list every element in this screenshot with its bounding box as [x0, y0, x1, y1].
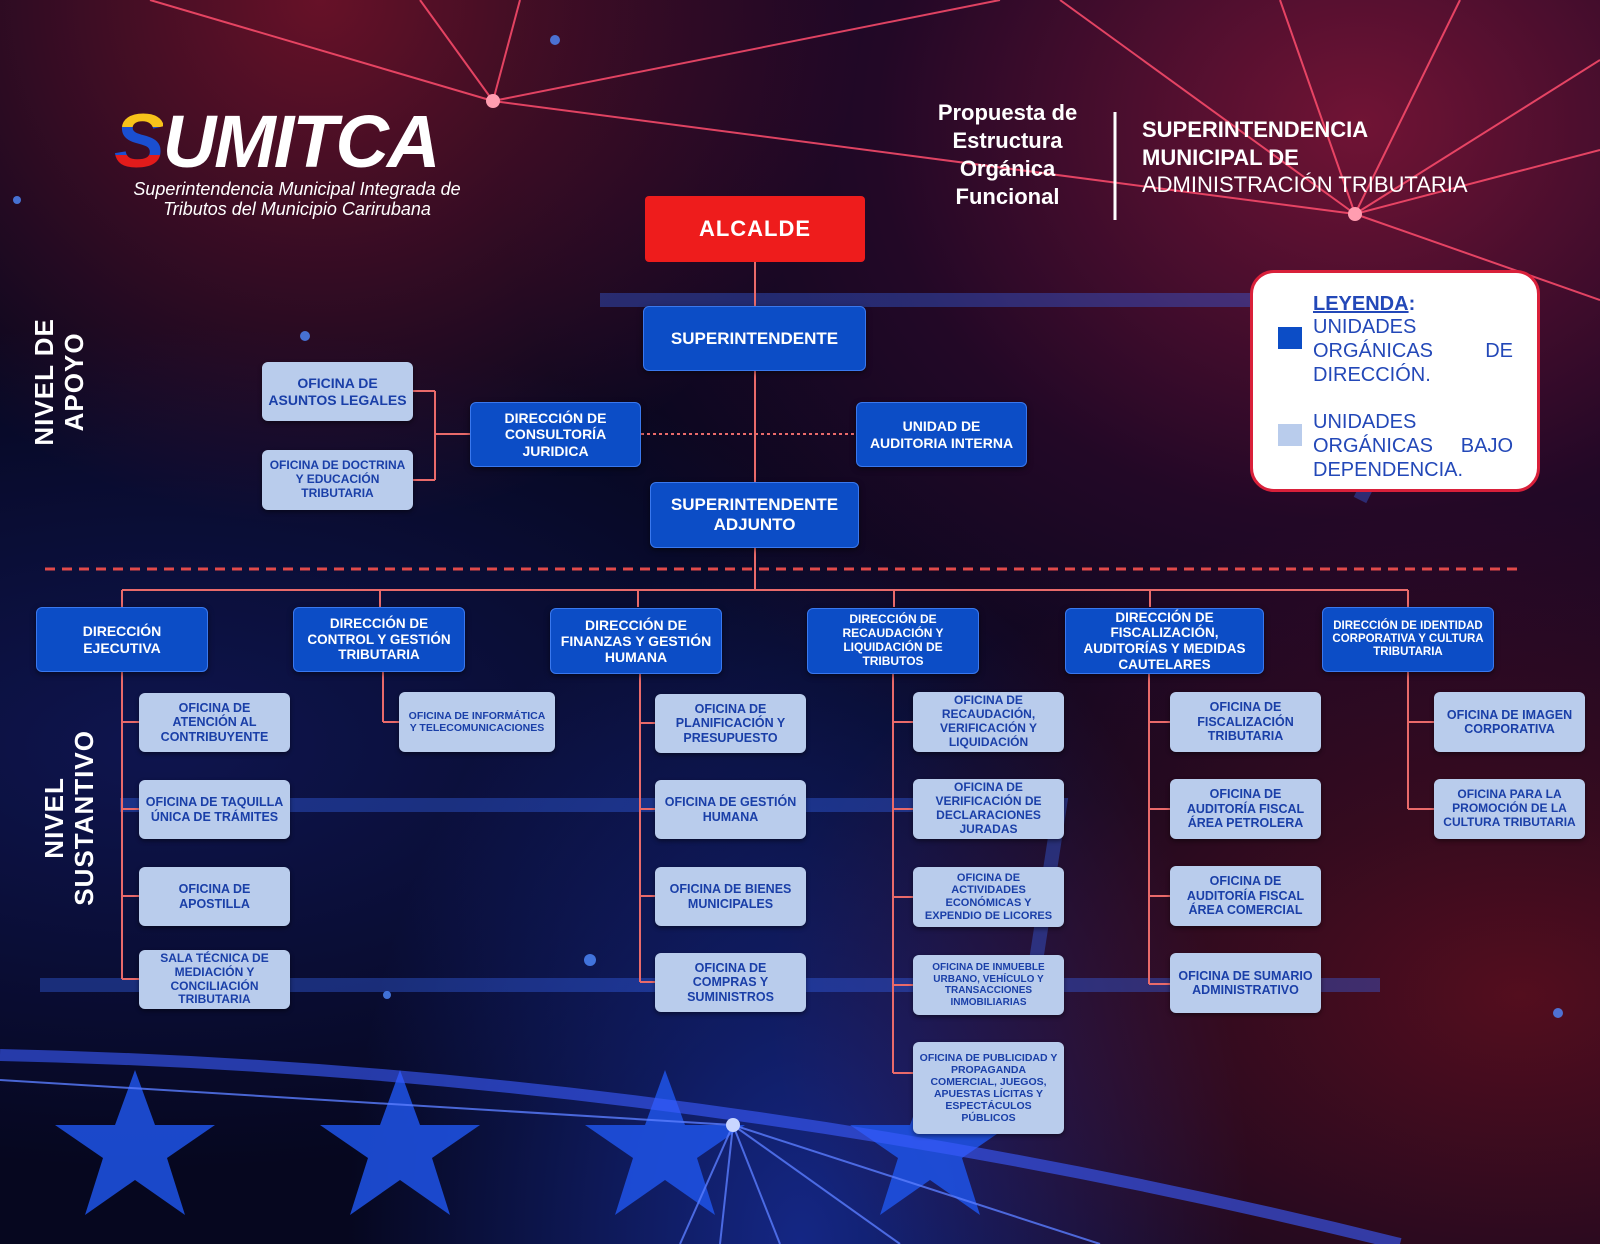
box-direccion-ejecutiva: DIRECCIÓN EJECUTIVA [36, 607, 208, 672]
box-asuntos-legales: OFICINA DE ASUNTOS LEGALES [262, 362, 413, 421]
box-office: OFICINA DE SUMARIO ADMINISTRATIVO [1170, 953, 1321, 1013]
box-consultoria-juridica: DIRECCIÓN DE CONSULTORÍA JURIDICA [470, 402, 641, 467]
box-superintendente-adjunto: SUPERINTENDENTE ADJUNTO [650, 482, 859, 548]
logo: SUMITCA Superintendencia Municipal Integ… [112, 100, 482, 220]
box-office: OFICINA DE ATENCIÓN AL CONTRIBUYENTE [139, 693, 290, 752]
box-superintendente: SUPERINTENDENTE [643, 306, 866, 371]
box-office: OFICINA DE TAQUILLA ÚNICA DE TRÁMITES [139, 780, 290, 839]
box-alcalde: ALCALDE [645, 196, 865, 262]
box-office: OFICINA DE FISCALIZACIÓN TRIBUTARIA [1170, 692, 1321, 752]
box-doctrina-educacion: OFICINA DE DOCTRINA Y EDUCACIÓN TRIBUTAR… [262, 450, 413, 510]
box-office: OFICINA DE RECAUDACIÓN, VERIFICACIÓN Y L… [913, 692, 1064, 752]
box-office: OFICINA DE INMUEBLE URBANO, VEHÍCULO Y T… [913, 955, 1064, 1015]
box-office: OFICINA DE PLANIFICACIÓN Y PRESUPUESTO [655, 694, 806, 753]
box-office: OFICINA DE COMPRAS Y SUMINISTROS [655, 953, 806, 1012]
box-office: OFICINA DE PUBLICIDAD Y PROPAGANDA COMER… [913, 1042, 1064, 1134]
box-office: OFICINA DE ACTIVIDADES ECONÓMICAS Y EXPE… [913, 867, 1064, 927]
box-office: OFICINA DE IMAGEN CORPORATIVA [1434, 692, 1585, 752]
logo-subtitle-line2: Tributos del Municipio Carirubana [163, 198, 431, 219]
box-office: OFICINA DE INFORMÁTICA Y TELECOMUNICACIO… [399, 692, 555, 752]
box-office: OFICINA DE VERIFICACIÓN DE DECLARACIONES… [913, 779, 1064, 839]
box-direccion-identidad: DIRECCIÓN DE IDENTIDAD CORPORATIVA Y CUL… [1322, 607, 1494, 672]
logo-s-letter: S [114, 99, 165, 184]
logo-rest: UMITCA [162, 100, 441, 183]
legend-item-direction: UNIDADES ORGÁNICAS DE DIRECCIÓN. [1313, 316, 1513, 386]
box-office: OFICINA DE AUDITORÍA FISCAL ÁREA PETROLE… [1170, 779, 1321, 839]
proposal-title: Propuesta de Estructura Orgánica Funcion… [937, 100, 1078, 210]
agency-title: SUPERINTENDENCIA MUNICIPAL DE ADMINISTRA… [1142, 117, 1468, 197]
box-direccion-control: DIRECCIÓN DE CONTROL Y GESTIÓN TRIBUTARI… [293, 607, 465, 672]
box-direccion-fiscalizacion: DIRECCIÓN DE FISCALIZACIÓN, AUDITORÍAS Y… [1065, 608, 1264, 674]
box-office: SALA TÉCNICA DE MEDIACIÓN Y CONCILIACIÓN… [139, 950, 290, 1009]
legend: LEYENDA: UNIDADES ORGÁNICAS DE DIRECCIÓN… [1250, 270, 1540, 492]
box-office: OFICINA DE BIENES MUNICIPALES [655, 867, 806, 926]
level-label-substantive: NIVEL SUSTANTIVO [39, 730, 99, 906]
legend-item-dependency: UNIDADES ORGÁNICAS BAJO DEPENDENCIA. [1313, 411, 1513, 481]
box-office: OFICINA DE AUDITORÍA FISCAL ÁREA COMERCI… [1170, 866, 1321, 926]
level-label-support: NIVEL DE APOYO [29, 318, 89, 446]
box-direccion-finanzas: DIRECCIÓN DE FINANZAS Y GESTIÓN HUMANA [550, 608, 722, 674]
box-office: OFICINA DE APOSTILLA [139, 867, 290, 926]
legend-swatch-direction [1278, 327, 1302, 349]
legend-title: LEYENDA [1313, 293, 1409, 315]
legend-swatch-dependency [1278, 424, 1302, 446]
box-office: OFICINA PARA LA PROMOCIÓN DE LA CULTURA … [1434, 779, 1585, 839]
logo-subtitle-line1: Superintendencia Municipal Integrada de [133, 179, 461, 199]
box-office: OFICINA DE GESTIÓN HUMANA [655, 780, 806, 839]
box-direccion-recaudacion: DIRECCIÓN DE RECAUDACIÓN Y LIQUIDACIÓN D… [807, 608, 979, 674]
box-auditoria-interna: UNIDAD DE AUDITORIA INTERNA [856, 402, 1027, 467]
